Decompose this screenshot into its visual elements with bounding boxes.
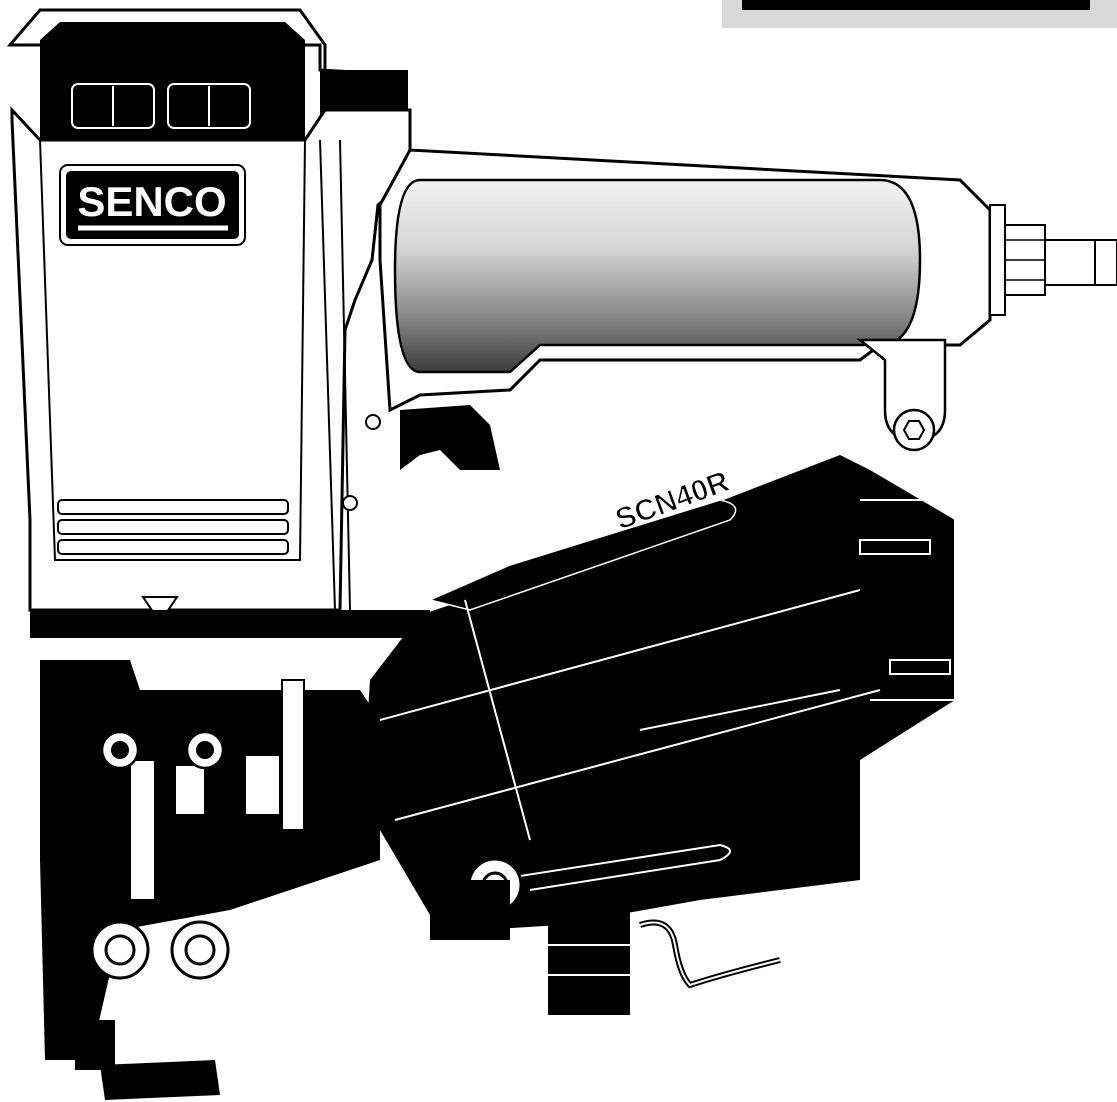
hex-socket-icon: [902, 420, 926, 440]
base-plate: [30, 610, 430, 638]
rear-bracket: [856, 338, 947, 452]
handle: [378, 148, 1117, 413]
header-gray-bar: [722, 0, 1117, 28]
logo-text: SENCO: [77, 178, 226, 225]
header-black-strip: [742, 0, 1090, 10]
nose-foot: [100, 1060, 220, 1100]
magazine: SCN40R: [365, 455, 956, 930]
senco-logo: SENCO: [59, 164, 246, 246]
adjust-knob: [430, 857, 781, 1015]
nose-assembly: [40, 660, 380, 1100]
trigger: [342, 405, 500, 511]
triangle-down-icon: [141, 596, 179, 624]
